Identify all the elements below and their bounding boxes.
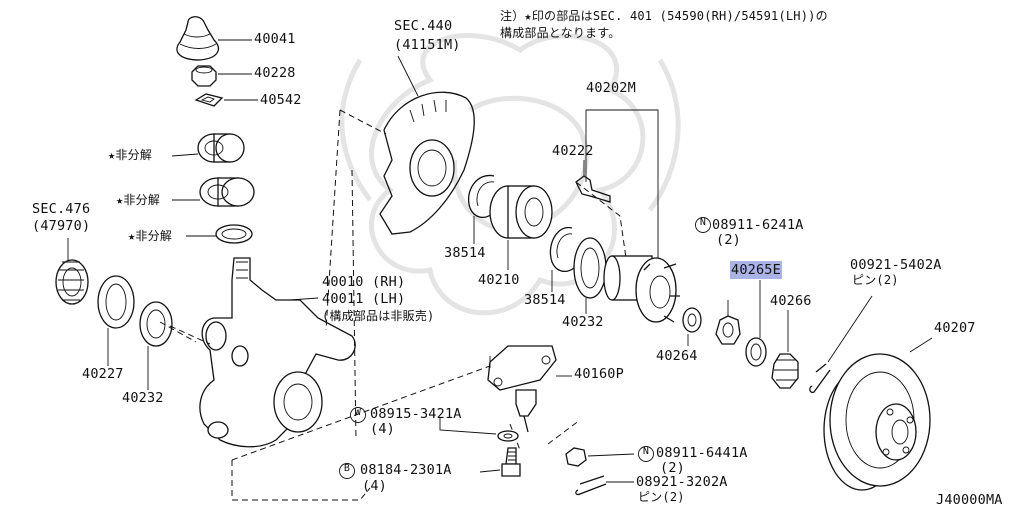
part-sensor-ring-sec476[interactable] <box>55 238 89 305</box>
label-nonseparable-1: ★非分解 <box>108 148 153 162</box>
label-40041[interactable]: 40041 <box>254 31 296 47</box>
part-bolt-08184[interactable] <box>479 447 521 477</box>
label-08915-qty: (4) <box>370 421 395 437</box>
label-38514-a[interactable]: 38514 <box>444 245 486 261</box>
label-40010-rh[interactable]: 40010 (RH) <box>322 274 406 290</box>
label-sec476[interactable]: SEC.476 <box>32 201 91 217</box>
label-40202m[interactable]: 40202M <box>586 80 636 96</box>
circle-b-letter: B <box>343 463 351 474</box>
part-washer-40264[interactable] <box>682 307 702 346</box>
label-08911-6441a-qty: (2) <box>660 460 685 476</box>
part-seal-40227[interactable] <box>97 275 135 366</box>
part-bearing-40210[interactable] <box>489 185 553 270</box>
label-40265e[interactable]: 40265E <box>730 261 782 279</box>
label-00921-5402a[interactable]: 00921-5402A <box>850 257 942 273</box>
diagram-code: J40000MA <box>936 492 1003 508</box>
label-08921-3202a[interactable]: 08921-3202A <box>636 474 728 490</box>
part-boot-40041[interactable] <box>176 16 252 61</box>
note-line-2: 構成部品となります。 <box>500 26 621 40</box>
part-nut-08911-6441a[interactable] <box>565 447 635 467</box>
label-08911-6241a[interactable]: 08911-6241A <box>712 217 804 233</box>
part-bearing-1[interactable] <box>171 133 245 163</box>
part-seal-ring[interactable] <box>186 224 253 244</box>
watermark-logo <box>339 33 681 316</box>
part-snap-ring-38514-b[interactable] <box>549 226 575 292</box>
circle-n-letter-2: N <box>642 446 650 457</box>
label-40011-lh[interactable]: 40011 (LH) <box>322 291 406 307</box>
label-08911-6241a-qty: (2) <box>716 232 741 248</box>
label-nonseparable-2: ★非分解 <box>116 193 161 207</box>
label-38514-b[interactable]: 38514 <box>524 292 566 308</box>
part-nut-40265e[interactable] <box>715 300 741 345</box>
assembly-lines <box>159 109 627 501</box>
part-washer-08915[interactable] <box>439 418 519 442</box>
part-bolt-40222[interactable] <box>575 160 611 203</box>
label-40222[interactable]: 40222 <box>552 143 594 159</box>
part-cap-40266[interactable] <box>771 310 799 389</box>
part-cotter-pin-00921[interactable] <box>809 295 873 394</box>
part-hub-40202m[interactable] <box>585 109 680 323</box>
part-snap-ring-38514-a[interactable] <box>468 174 495 244</box>
label-sec440[interactable]: SEC.440 <box>394 18 453 34</box>
part-knuckle-40010[interactable] <box>199 257 356 448</box>
circle-w-letter: W <box>354 407 362 418</box>
label-nonseparable-3: ★非分解 <box>128 229 173 243</box>
label-40227[interactable]: 40227 <box>82 366 124 382</box>
label-40232-a[interactable]: 40232 <box>122 390 164 406</box>
label-40264[interactable]: 40264 <box>656 348 698 364</box>
circle-badges <box>339 217 711 479</box>
label-08184-qty: (4) <box>362 478 387 494</box>
label-40207[interactable]: 40207 <box>934 320 976 336</box>
part-rotor-40207[interactable] <box>823 337 933 491</box>
label-40232-b[interactable]: 40232 <box>562 314 604 330</box>
label-40542[interactable]: 40542 <box>260 92 302 108</box>
label-40228[interactable]: 40228 <box>254 65 296 81</box>
label-08184-2301a[interactable]: 08184-2301A <box>360 462 452 478</box>
label-08915-3421a[interactable]: 08915-3421A <box>370 406 462 422</box>
label-sec476-code: (47970) <box>32 218 91 234</box>
label-40210[interactable]: 40210 <box>478 272 520 288</box>
part-bearing-2[interactable] <box>172 177 255 207</box>
part-splash-guard-sec440[interactable] <box>379 55 475 235</box>
label-sec440-code: (41151M) <box>394 37 461 53</box>
part-pin-08921[interactable] <box>575 475 634 496</box>
circle-n-letter-1: N <box>699 217 707 228</box>
note-line-1: 注）★印の部品はSEC. 401 (54590(RH)/54591(LH))の <box>500 9 828 23</box>
part-washer-40265e-2[interactable] <box>745 280 767 367</box>
part-seal-40232-b[interactable] <box>573 237 607 314</box>
label-00921-qty: ピン(2) <box>852 273 899 287</box>
label-08921-qty: ピン(2) <box>638 490 685 504</box>
part-nut-40228[interactable] <box>191 65 252 87</box>
label-40266[interactable]: 40266 <box>770 293 812 309</box>
label-40160p[interactable]: 40160P <box>574 366 624 382</box>
label-40011-note: (構成部品は非販売) <box>322 309 435 323</box>
part-washer-40542[interactable] <box>194 93 258 107</box>
label-08911-6441a[interactable]: 08911-6441A <box>656 445 748 461</box>
label-40265e-highlight[interactable]: 40265E <box>730 261 782 279</box>
part-seal-40232-a[interactable] <box>139 301 173 390</box>
part-ball-joint-40160p[interactable] <box>487 345 572 433</box>
